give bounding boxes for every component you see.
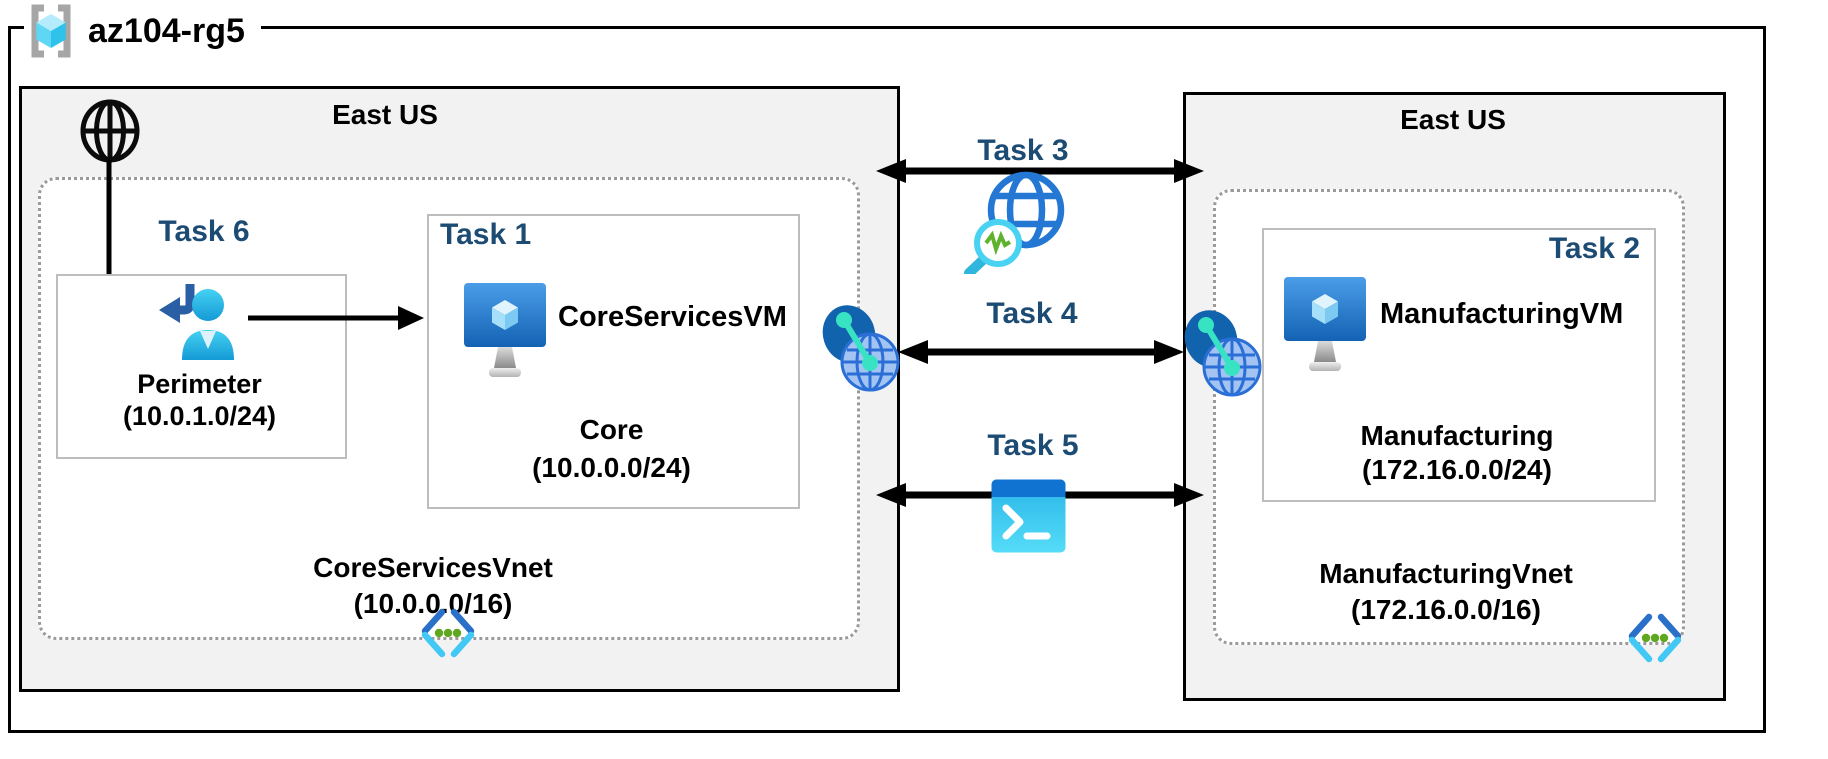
task4-arrow: [898, 340, 1184, 364]
vnet-name-left: CoreServicesVnet: [313, 552, 553, 583]
vm-icon-left: [464, 283, 546, 377]
perimeter-to-vm-arrow: [248, 306, 424, 330]
manufacturing-subnet-name: Manufacturing: [1360, 420, 1554, 451]
resource-group-chip: az104-rg5: [24, 0, 261, 62]
vnet-cidr-left: (10.0.0.0/16): [353, 588, 513, 619]
perimeter-subnet-name: Perimeter: [137, 369, 262, 399]
perimeter-subnet-cidr: (10.0.1.0/24): [122, 401, 277, 431]
task1-box: [427, 214, 800, 509]
region-label-right: East US: [1400, 104, 1506, 135]
core-subnet-cidr: (10.0.0.0/24): [532, 452, 691, 483]
resource-group-icon: [31, 4, 71, 58]
task5-label: Task 5: [987, 429, 1079, 462]
cloud-shell-icon: [991, 479, 1066, 553]
vm-icon-right: [1284, 277, 1366, 371]
vm-name-right: ManufacturingVM: [1380, 298, 1624, 330]
peering-icon-right: [1184, 310, 1262, 397]
task1-label: Task 1: [440, 218, 532, 251]
manufacturing-subnet-cidr: (172.16.0.0/24): [1362, 454, 1552, 485]
task4-label: Task 4: [986, 297, 1078, 330]
region-label-left: East US: [332, 99, 438, 130]
network-watcher-icon: [964, 171, 1065, 274]
task6-label: Task 6: [158, 215, 250, 248]
vnet-icon-left: [421, 608, 475, 658]
task3-arrow: [876, 159, 1204, 183]
vnet-name-right: ManufacturingVnet: [1319, 558, 1573, 589]
vnet-icon-right: [1628, 613, 1682, 663]
task3-label: Task 3: [977, 134, 1069, 167]
sign-in-user-icon: [159, 284, 234, 360]
vm-name-left: CoreServicesVM: [558, 301, 787, 333]
vnet-cidr-right: (172.16.0.0/16): [1351, 594, 1541, 625]
internet-icon: [80, 99, 140, 163]
peering-icon-left: [822, 305, 900, 392]
core-subnet-name: Core: [579, 414, 644, 445]
resource-group-label: az104-rg5: [88, 12, 245, 50]
task2-label: Task 2: [1548, 232, 1640, 265]
